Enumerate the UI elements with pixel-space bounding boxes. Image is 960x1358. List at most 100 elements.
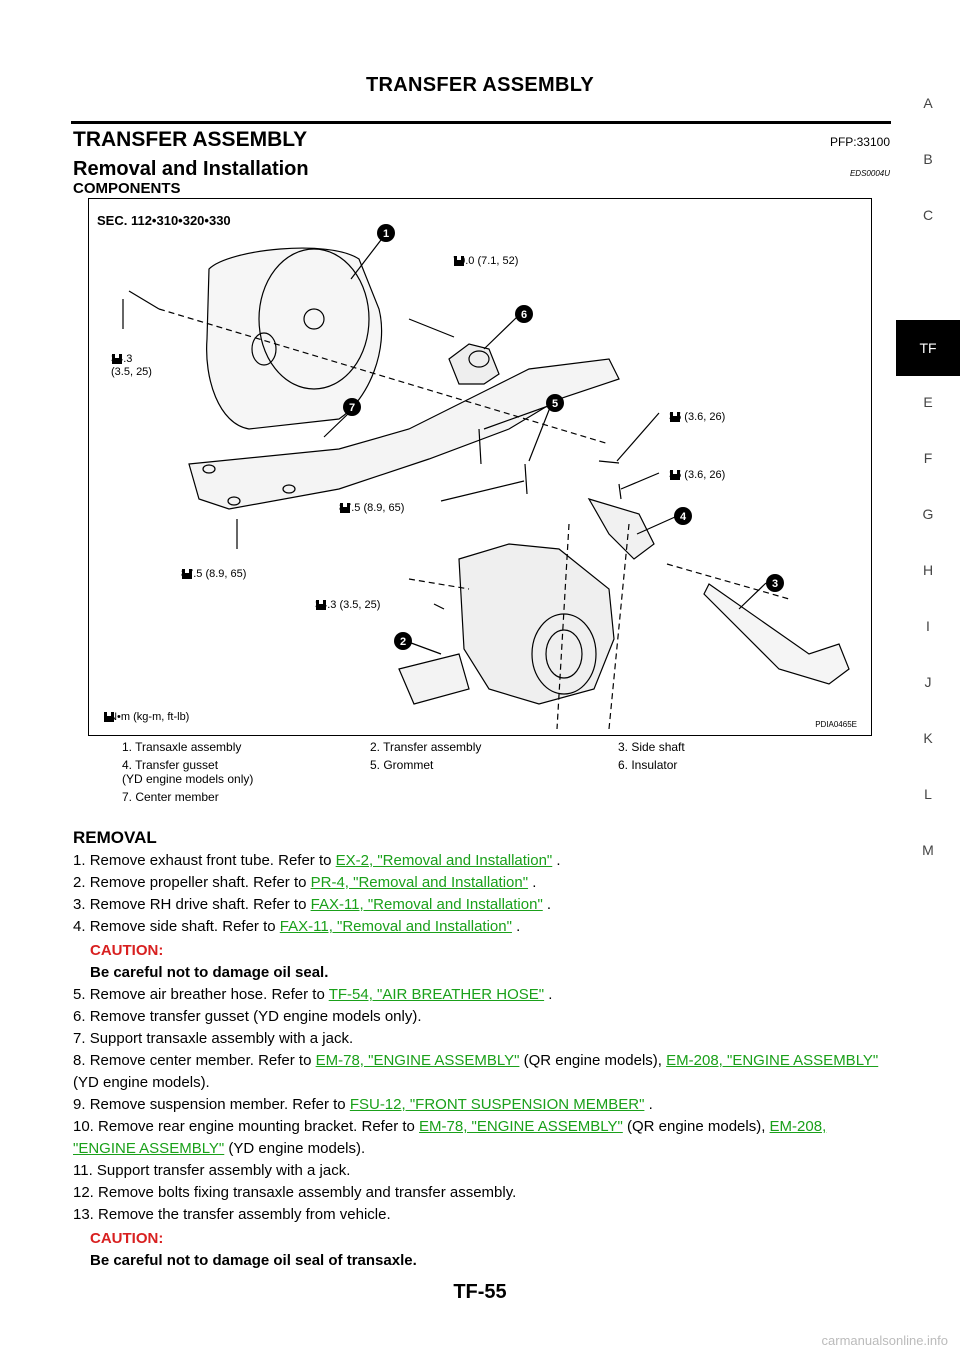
- removal-step: 6. Remove transfer gusset (YD engine mod…: [73, 1006, 893, 1028]
- side-tab-tf[interactable]: TF: [896, 320, 960, 376]
- step-number: 11.: [73, 1162, 93, 1179]
- step-text: Support transfer assembly with a jack.: [96, 1162, 351, 1179]
- step-number: 5.: [73, 986, 86, 1003]
- cross-reference-link[interactable]: FSU-12, "FRONT SUSPENSION MEMBER": [349, 1096, 645, 1113]
- legend-row: 1. Transaxle assembly 2. Transfer assemb…: [118, 738, 863, 756]
- side-tab-i[interactable]: I: [926, 618, 930, 634]
- caution-text: Be careful not to damage oil seal of tra…: [90, 1252, 417, 1269]
- callout-4: 4: [680, 511, 687, 523]
- removal-step: 5. Remove air breather hose. Refer to TF…: [73, 984, 893, 1006]
- side-tab-c[interactable]: C: [922, 207, 934, 223]
- removal-step: 2. Remove propeller shaft. Refer to PR-4…: [73, 872, 893, 894]
- step-number: 8.: [73, 1052, 86, 1069]
- legend-cell: 1. Transaxle assembly: [122, 740, 242, 754]
- removal-step: 11. Support transfer assembly with a jac…: [73, 1160, 893, 1182]
- legend-cell: [366, 788, 614, 806]
- eds-code: EDS0004U: [849, 169, 890, 178]
- removal-step: 9. Remove suspension member. Refer to FS…: [73, 1094, 893, 1116]
- removal-heading: REMOVAL: [73, 828, 157, 847]
- step-text: .: [544, 986, 553, 1003]
- side-tab-j[interactable]: J: [924, 674, 932, 690]
- removal-steps: 1. Remove exhaust front tube. Refer to E…: [73, 850, 893, 1272]
- torque-label: 70.0 (7.1, 52): [453, 255, 519, 267]
- cross-reference-link[interactable]: EM-78, "ENGINE ASSEMBLY": [419, 1118, 623, 1135]
- torque-label: 87.5 (8.9, 65): [339, 502, 405, 514]
- side-tab-f[interactable]: F: [923, 450, 933, 466]
- exploded-view-drawing: 1 2 3 4 5 6 7: [122, 224, 850, 730]
- header-rule: [71, 121, 891, 124]
- legend-row: 4. Transfer gusset (YD engine models onl…: [118, 756, 863, 788]
- torque-label: 35 (3.6, 26): [669, 411, 726, 423]
- side-tab-m[interactable]: M: [922, 842, 934, 858]
- unit-legend: : N•m (kg-m, ft-lb): [103, 711, 190, 723]
- legend-cell: 3. Side shaft: [618, 740, 685, 754]
- removal-step: 1. Remove exhaust front tube. Refer to E…: [73, 850, 893, 872]
- step-text: Remove transfer gusset (YD engine models…: [89, 1008, 422, 1025]
- removal-step: 7. Support transaxle assembly with a jac…: [73, 1028, 893, 1050]
- step-text: Remove RH drive shaft. Refer to: [89, 896, 311, 913]
- legend-cell: [614, 788, 862, 806]
- side-tab-b[interactable]: B: [923, 151, 933, 167]
- torque-label: 34.3 (3.5, 25): [315, 599, 381, 611]
- step-number: 13.: [73, 1206, 94, 1223]
- step-text: Remove suspension member. Refer to: [89, 1096, 350, 1113]
- caution-label: CAUTION:: [90, 1230, 164, 1247]
- step-number: 4.: [73, 918, 86, 935]
- step-text: (YD engine models).: [224, 1140, 366, 1157]
- legend-cell: 4. Transfer gusset (YD engine models onl…: [122, 758, 254, 786]
- step-text: Remove center member. Refer to: [89, 1052, 316, 1069]
- side-tab-l[interactable]: L: [924, 786, 932, 802]
- torque-wrench-icon: [670, 411, 680, 422]
- caution-text: Be careful not to damage oil seal.: [90, 964, 329, 981]
- side-tab-h[interactable]: H: [922, 562, 934, 578]
- step-text: (YD engine models).: [73, 1074, 210, 1091]
- components-heading: COMPONENTS: [73, 180, 181, 197]
- step-text: Remove bolts fixing transaxle assembly a…: [98, 1184, 517, 1201]
- step-number: 2.: [73, 874, 86, 891]
- page-number: TF-55: [453, 1281, 507, 1303]
- torque-wrench-icon: [112, 353, 122, 364]
- legend-cell: 2. Transfer assembly: [370, 740, 482, 754]
- cross-reference-link[interactable]: EX-2, "Removal and Installation": [335, 852, 553, 869]
- step-text: (QR engine models),: [622, 1118, 770, 1135]
- callout-2: 2: [400, 636, 406, 648]
- legend-cell: 7. Center member: [122, 790, 219, 804]
- cross-reference-link[interactable]: FAX-11, "Removal and Installation": [279, 918, 512, 935]
- sec-label: SEC. 112•310•320•330: [97, 213, 231, 228]
- pfp-code: PFP:33100: [829, 135, 890, 149]
- legend-row: 7. Center member: [118, 788, 863, 806]
- cross-reference-link[interactable]: TF-54, "AIR BREATHER HOSE": [328, 986, 545, 1003]
- section-title: TRANSFER ASSEMBLY: [73, 128, 308, 151]
- removal-step: 12. Remove bolts fixing transaxle assemb…: [73, 1182, 893, 1204]
- step-text: Remove exhaust front tube. Refer to: [89, 852, 336, 869]
- side-tab-e[interactable]: E: [923, 394, 933, 410]
- callout-1: 1: [383, 228, 389, 240]
- step-text: .: [552, 852, 561, 869]
- cross-reference-link[interactable]: EM-208, "ENGINE ASSEMBLY": [73, 1118, 827, 1157]
- torque-wrench-icon: [454, 255, 464, 266]
- removal-step: 8. Remove center member. Refer to EM-78,…: [73, 1050, 893, 1094]
- cross-reference-link[interactable]: EM-78, "ENGINE ASSEMBLY": [315, 1052, 520, 1069]
- cross-reference-link[interactable]: FAX-11, "Removal and Installation": [310, 896, 543, 913]
- removal-step: 10. Remove rear engine mounting bracket.…: [73, 1116, 893, 1160]
- torque-label: 34.3 (3.5, 25): [111, 353, 152, 379]
- cross-reference-link[interactable]: PR-4, "Removal and Installation": [310, 874, 529, 891]
- step-number: 10.: [73, 1118, 94, 1135]
- side-tab-a[interactable]: A: [923, 95, 933, 111]
- step-number: 7.: [73, 1030, 86, 1047]
- torque-label: 87.5 (8.9, 65): [181, 568, 247, 580]
- legend-cell: 5. Grommet: [370, 758, 434, 772]
- step-text: Remove the transfer assembly from vehicl…: [98, 1206, 391, 1223]
- cross-reference-link[interactable]: EM-208, "ENGINE ASSEMBLY": [666, 1052, 879, 1069]
- step-text: Remove side shaft. Refer to: [89, 918, 280, 935]
- parts-legend: 1. Transaxle assembly 2. Transfer assemb…: [118, 738, 863, 806]
- subsection-title: Removal and Installation: [73, 158, 309, 180]
- side-tab-k[interactable]: K: [923, 730, 933, 746]
- running-head: TRANSFER ASSEMBLY: [365, 74, 595, 96]
- side-tab-g[interactable]: G: [922, 506, 934, 522]
- step-number: 1.: [73, 852, 86, 869]
- step-number: 3.: [73, 896, 86, 913]
- step-text: Remove rear engine mounting bracket. Ref…: [98, 1118, 420, 1135]
- step-text: .: [528, 874, 537, 891]
- caution-label: CAUTION:: [90, 942, 164, 959]
